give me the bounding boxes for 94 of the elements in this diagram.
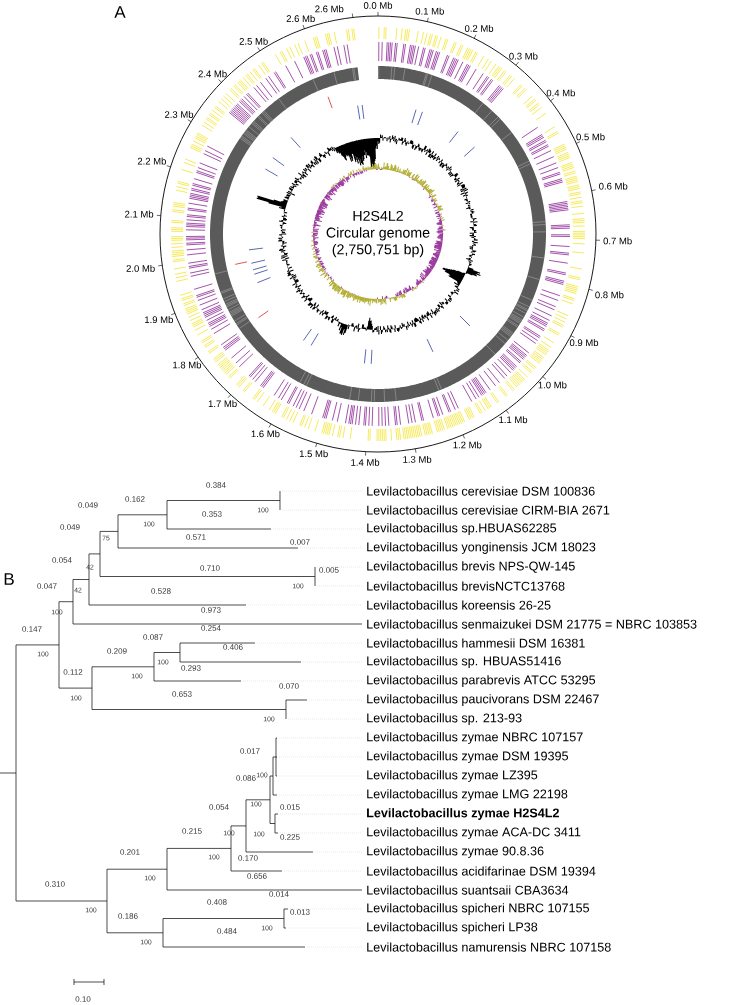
tick-label: 0.5 Mb (576, 133, 605, 141)
tick-label: 0.0 Mb (363, 1, 393, 9)
branch-length: 0.015 (280, 804, 300, 810)
branch-length: 0.054 (209, 804, 229, 810)
branch-length: 0.049 (60, 524, 80, 530)
branch-length: 0.384 (206, 482, 226, 488)
tick-label: 1.4 Mb (351, 458, 380, 466)
taxon-label: Levilactobacillus brevisNCTC13768 (367, 581, 565, 591)
taxon-label: Levilactobacillus hammesii DSM 16381 (367, 638, 585, 648)
taxon-label: Levilactobacillus zymae NBRC 107157 (367, 732, 583, 744)
branch-length: 0.170 (238, 855, 258, 861)
branch-length: 0.484 (217, 928, 237, 934)
taxon-label: Levilactobacillus paucivorans DSM 22467 (367, 694, 599, 706)
branch-length: 0.112 (63, 669, 83, 675)
taxon-label: Levilactobacillus zymae ACA-DC 3411 (367, 827, 581, 839)
branch-length: 0.070 (279, 683, 299, 689)
branch-length: 0.201 (120, 849, 140, 855)
taxon-label: Levilactobacillus parabrevis ATCC 53295 (367, 675, 596, 687)
branch-length: 0.571 (186, 534, 206, 540)
tick-label: 2.2 Mb (137, 157, 166, 165)
branch-length: 0.017 (240, 748, 260, 754)
taxon-label: Levilactobacillus zymae 90.8.36 (367, 846, 544, 858)
branch-length: 0.215 (182, 828, 202, 834)
tick-label: 1.3 Mb (403, 455, 432, 463)
branch-length: 0.047 (37, 583, 57, 589)
tick-label: 2.4 Mb (198, 70, 227, 78)
tick-label: 0.1 Mb (415, 7, 444, 15)
branch-length: 0.353 (202, 511, 222, 517)
taxon-label: Levilactobacillus cerevisiae DSM 100836 (367, 486, 595, 496)
tick-label: 1.6 Mb (251, 430, 280, 438)
taxon-label: Levilactobacillus sp.HBUAS62285 (367, 523, 557, 535)
branch-length: 0.007 (290, 539, 310, 545)
branch-length: 0.086 (236, 775, 256, 781)
taxon-label: Levilactobacillus cerevisiae CIRM-BIA 2671 (367, 505, 610, 515)
tick-label: 1.2 Mb (453, 441, 482, 449)
taxon-label: Levilactobacillus senmaizukei DSM 21775 = NBRC 103853 (367, 619, 697, 629)
taxon-label: Levilactobacillus zymae LZ395 (367, 770, 538, 782)
taxon-label: Levilactobacillus zymae H2S4L2 (367, 808, 559, 820)
scale-bar-label: 0.10 (75, 996, 91, 1002)
taxon-label: Levilactobacillus spicheri NBRC 107155 (367, 903, 590, 915)
branch-length: 0.186 (118, 913, 138, 919)
branch-length: 0.528 (151, 588, 171, 594)
taxon-label: Levilactobacillus suantsaii CBA3634 (367, 885, 569, 895)
branch-length: 0.225 (280, 834, 300, 840)
branch-length: 0.310 (45, 881, 65, 887)
branch-length: 0.209 (107, 648, 127, 654)
tick-label: 1.8 Mb (173, 361, 202, 369)
branch-length: 0.656 (247, 873, 267, 879)
tick-label: 1.7 Mb (208, 400, 237, 408)
branch-length: 0.406 (223, 644, 243, 650)
tick-label: 0.3 Mb (509, 52, 538, 60)
taxon-label: Levilactobacillus sp. 213-93 (367, 713, 522, 725)
taxon-label: Levilactobacillus zymae LMG 22198 (367, 789, 568, 801)
panel-letter: B (4, 573, 14, 585)
tick-label: 2.1 Mb (125, 210, 154, 218)
taxon-label: Levilactobacillus yonginensis JCM 18023 (367, 542, 596, 554)
tick-label: 0.2 Mb (464, 24, 494, 32)
tick-label: 1.1 Mb (499, 416, 528, 424)
panel-letter: A (114, 6, 126, 18)
tick-label: 0.4 Mb (546, 89, 575, 97)
tick-label: 0.7 Mb (603, 237, 632, 245)
tick-label: 0.8 Mb (595, 291, 624, 299)
tick-label: 2.5 Mb (239, 37, 268, 45)
branch-length: 0.147 (22, 626, 42, 632)
tick-label: 1.5 Mb (299, 450, 328, 458)
tick-label: 0.6 Mb (599, 182, 628, 190)
tick-label: 2.0 Mb (126, 264, 155, 272)
branch-length: 0.005 (319, 567, 339, 573)
taxon-label: Levilactobacillus brevis NPS-QW-145 (367, 561, 575, 573)
branch-length: 0.653 (172, 691, 192, 697)
branch-length: 0.162 (125, 496, 145, 502)
branch-length: 0.087 (143, 634, 163, 640)
taxon-label: Levilactobacillus namurensis NBRC 107158 (367, 942, 611, 952)
taxon-label: Levilactobacillus acidifarinae DSM 19394 (367, 866, 596, 876)
tick-label: 2.6 Mb (315, 5, 344, 13)
taxon-label: Levilactobacillus sp. HBUAS51416 (367, 656, 561, 668)
branch-length: 0.054 (52, 557, 72, 563)
branch-length: 0.014 (269, 891, 289, 897)
taxon-label: Levilactobacillus zymae DSM 19395 (367, 751, 568, 763)
tick-label: 2.6 Mb (286, 15, 315, 22)
branch-length: 0.254 (201, 625, 221, 631)
taxon-label: Levilactobacillus koreensis 26-25 (367, 600, 551, 610)
branch-length: 0.013 (290, 909, 310, 915)
genome-title: H2S4L2 Circular genome (2,750,751 bp) (326, 210, 430, 258)
branch-length: 0.973 (201, 607, 221, 613)
branch-length: 0.293 (181, 665, 201, 671)
tick-label: 1.0 Mb (538, 381, 567, 389)
branch-length: 0.049 (78, 502, 98, 508)
tick-label: 0.9 Mb (569, 339, 599, 347)
tick-label: 2.3 Mb (164, 110, 194, 118)
tick-label: 1.9 Mb (145, 316, 173, 324)
branch-length: 0.408 (207, 899, 227, 905)
branch-length: 0.710 (200, 565, 220, 571)
taxon-label: Levilactobacillus spicheri LP38 (367, 922, 538, 934)
